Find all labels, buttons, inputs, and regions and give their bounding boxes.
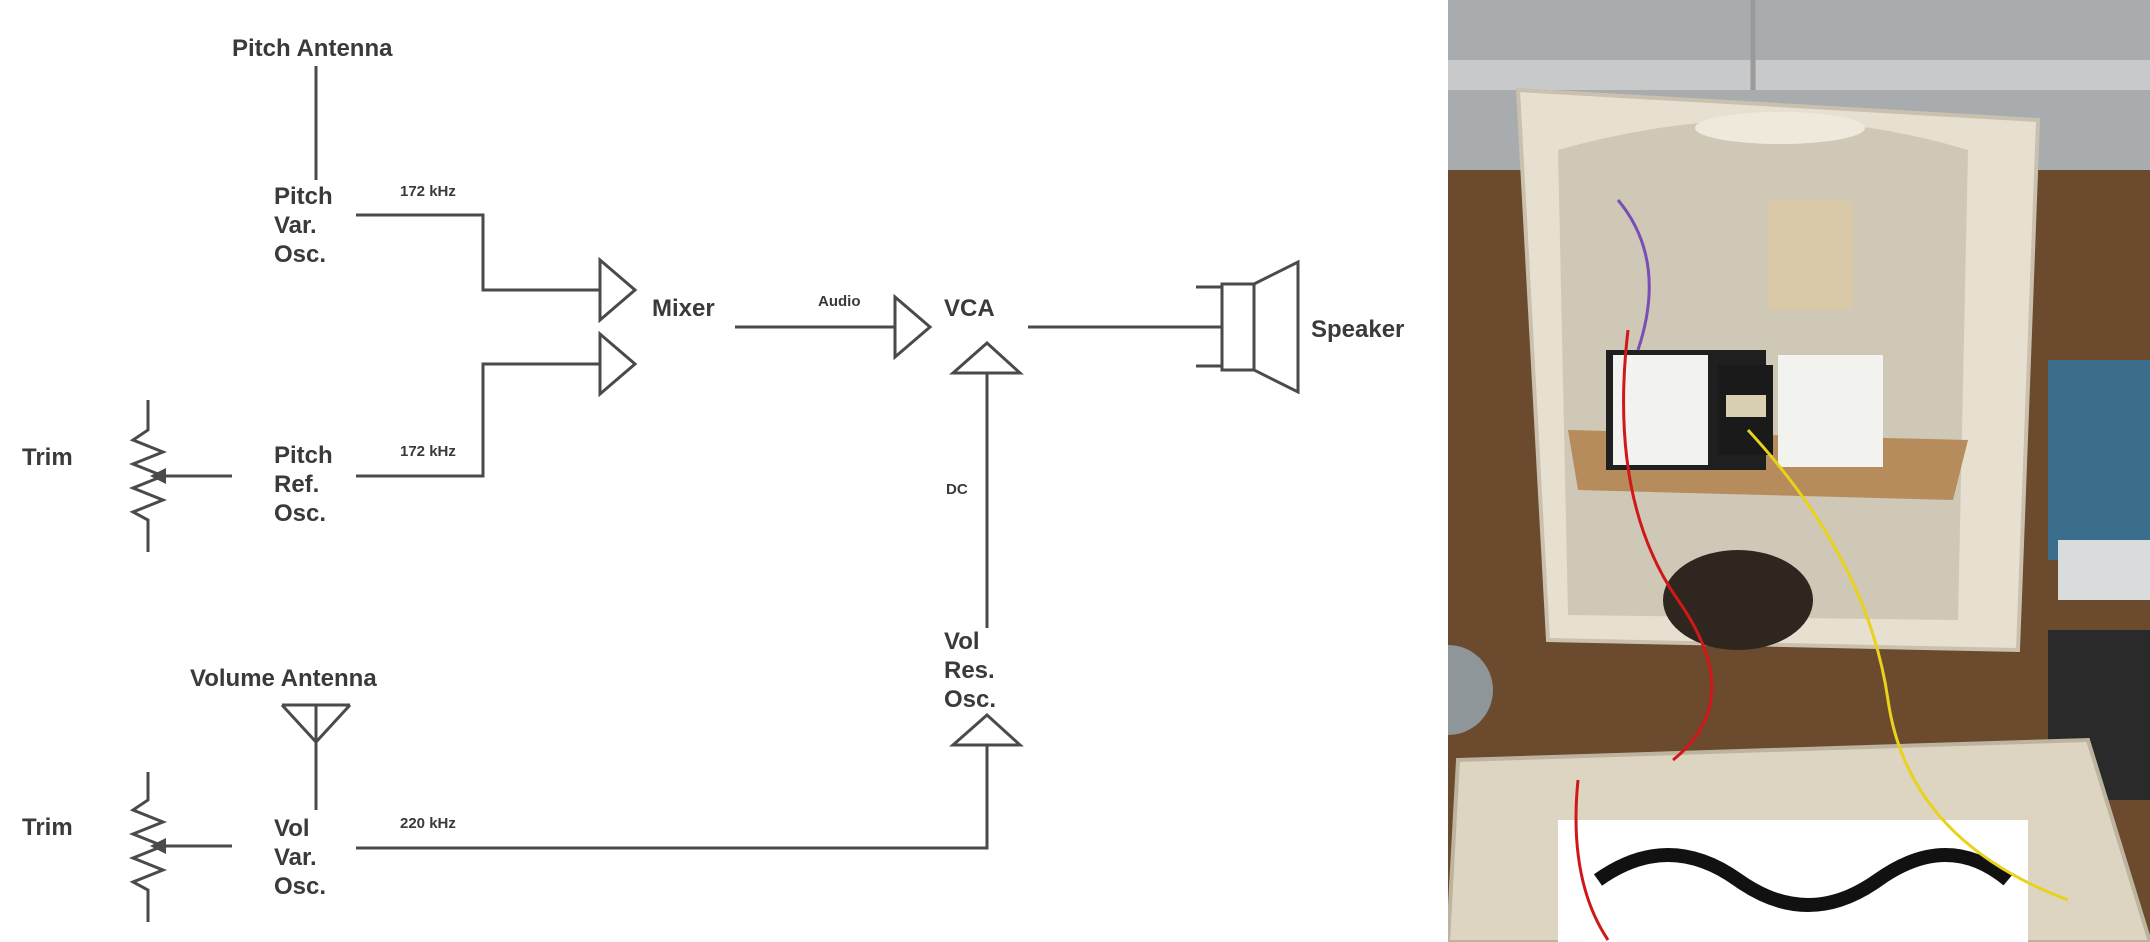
trim-bottom-arrow-icon: [150, 838, 166, 854]
vol-res-osc-line3: Osc.: [944, 686, 996, 713]
photo-case-handle: [1695, 112, 1865, 144]
freq-vol-var: 220 kHz: [400, 815, 456, 832]
audio-label: Audio: [818, 293, 861, 310]
photo-breadboard-left: [1613, 355, 1708, 465]
vol-res-osc-line2: Res.: [944, 657, 995, 684]
pitch-var-osc-line3: Osc.: [274, 241, 326, 268]
pitch-var-to-mixer-wire: [356, 213, 600, 292]
photo-plastic-box: [2058, 540, 2150, 600]
vol-res-osc-line1: Vol: [944, 628, 980, 655]
photo-teal-device: [2048, 360, 2150, 560]
photo-iron-weight: [1663, 550, 1813, 650]
photo-purple-wire: [1616, 199, 1651, 351]
photo-red-wire: [1622, 329, 1714, 762]
vca-input-triangle: [893, 293, 933, 361]
vol-var-osc-line2: Var.: [274, 844, 317, 871]
vol-res-input-triangle: [949, 712, 1024, 747]
pitch-antenna-label: Pitch Antenna: [232, 35, 393, 62]
photo-pcb-grid: [1768, 200, 1853, 310]
speaker-label: Speaker: [1311, 316, 1404, 343]
speaker-body: [1220, 282, 1256, 372]
dc-label: DC: [946, 481, 968, 498]
trim-top-label: Trim: [22, 444, 73, 471]
theremin-build-photo: [1448, 0, 2150, 942]
pitch-ref-osc-line1: Pitch: [274, 442, 333, 469]
photo-yellow-wire: [1746, 428, 2069, 902]
vol-var-osc-line1: Vol: [274, 815, 310, 842]
trim-bottom-label: Trim: [22, 814, 73, 841]
vol-var-osc-line3: Osc.: [274, 873, 326, 900]
speaker-cone-icon: [1252, 259, 1300, 395]
photo-red-wire-lower: [1574, 779, 1610, 941]
photo-artwork-lettering: [1593, 848, 2013, 912]
volume-antenna-label: Volume Antenna: [190, 665, 377, 692]
mixer-input-top-triangle: [598, 256, 638, 324]
pitch-ref-osc-line3: Osc.: [274, 500, 326, 527]
vol-var-to-vol-res-wire: [356, 745, 989, 850]
vca-label: VCA: [944, 295, 995, 322]
theremin-block-diagram: Pitch Antenna Pitch Var. Osc. 172 kHz Pi…: [22, 35, 1404, 922]
photo-battery: [1726, 395, 1766, 417]
photo-disc: [1448, 645, 1493, 735]
photo-shelf: [1448, 60, 2150, 90]
freq-pitch-ref: 172 kHz: [400, 443, 456, 460]
mixer-input-bottom-triangle: [598, 330, 638, 398]
mixer-label: Mixer: [652, 295, 715, 322]
photo-paper-artwork: [1558, 820, 2028, 942]
freq-pitch-var: 172 kHz: [400, 183, 456, 200]
pitch-ref-osc-line2: Ref.: [274, 471, 319, 498]
pitch-var-osc-line1: Pitch: [274, 183, 333, 210]
pitch-var-osc-line2: Var.: [274, 212, 317, 239]
photo-breadboard-right: [1778, 355, 1883, 467]
pitch-ref-to-mixer-wire: [356, 362, 600, 478]
trim-top-arrow-icon: [150, 468, 166, 484]
vca-control-triangle: [949, 340, 1024, 375]
